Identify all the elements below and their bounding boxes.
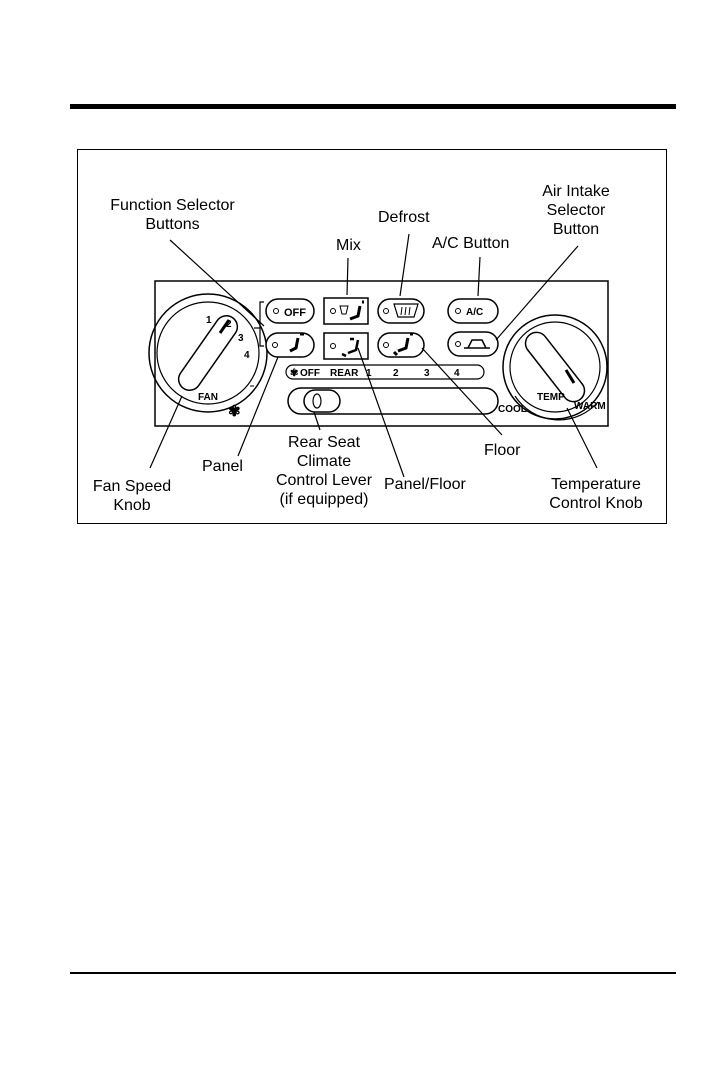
rear-off-label: OFF <box>300 368 320 379</box>
leader-mix <box>347 258 348 295</box>
leader-temperature <box>567 408 597 468</box>
fan-speed-2: 2 <box>226 319 232 330</box>
panel-floor-mode-button[interactable] <box>324 333 368 359</box>
panel-label: Panel <box>202 457 243 476</box>
fan-speed-3: 3 <box>238 333 244 344</box>
fan-speed-1: 1 <box>206 315 212 326</box>
rear-fan-icon: ✾ <box>290 368 298 379</box>
mix-label: Mix <box>336 236 361 255</box>
rear-climate-lever[interactable] <box>304 390 340 412</box>
function-selector-label: Function Selector Buttons <box>90 196 255 234</box>
cool-label: COOL <box>498 404 527 415</box>
temp-label: TEMP <box>537 392 565 403</box>
mix-mode-button[interactable] <box>324 298 368 324</box>
floor-label: Floor <box>484 441 520 460</box>
leader-function-selector <box>170 240 264 326</box>
fan-speed-4: 4 <box>244 350 250 361</box>
rear-seat-label: Rear Seat Climate Control Lever (if equi… <box>260 433 388 509</box>
leader-defrost <box>400 234 409 296</box>
leader-ac <box>478 257 480 296</box>
warm-label: WARM <box>574 401 606 412</box>
rear-speed-3: 3 <box>424 368 430 379</box>
footer-rule <box>70 972 676 974</box>
air-intake-label: Air Intake Selector Button <box>526 182 626 239</box>
header-rule <box>70 104 676 109</box>
air-intake-button[interactable] <box>448 332 498 356</box>
rear-speed-4: 4 <box>454 368 460 379</box>
ac-button-label: A/C <box>466 307 483 318</box>
temperature-knob-label: Temperature Control Knob <box>534 475 658 513</box>
defrost-label: Defrost <box>378 208 430 227</box>
defrost-mode-button[interactable] <box>378 299 424 323</box>
panel-mode-button[interactable] <box>266 333 314 357</box>
rear-speed-2: 2 <box>393 368 399 379</box>
floor-mode-button[interactable] <box>378 333 424 357</box>
climate-control-figure: 1 2 3 4 FAN ✾ OFF <box>77 149 667 524</box>
panel-floor-label: Panel/Floor <box>384 475 466 494</box>
rear-label: REAR <box>330 368 359 379</box>
fan-speed-knob-label: Fan Speed Knob <box>82 477 182 515</box>
fan-text: FAN <box>198 392 218 403</box>
fan-icon: ✾ <box>228 403 241 420</box>
ac-button-callout: A/C Button <box>432 234 509 253</box>
off-button-label: OFF <box>284 307 306 319</box>
